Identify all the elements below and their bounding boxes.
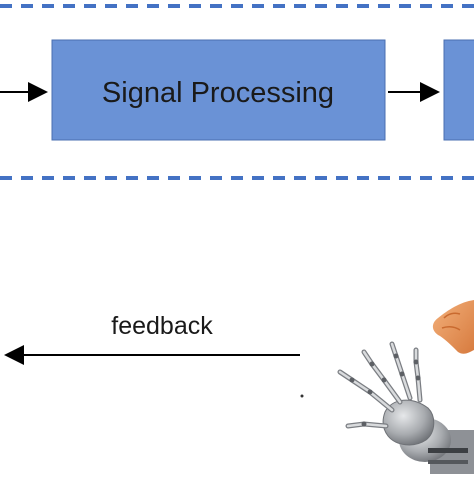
next-block [443,39,474,141]
signal-processing-label: Signal Processing [102,77,334,109]
signal-processing-block [51,39,386,141]
robotic-hand-image [337,341,474,474]
stray-dot [300,394,304,398]
human-hand-image [432,300,474,354]
feedback-label: feedback [111,312,213,340]
